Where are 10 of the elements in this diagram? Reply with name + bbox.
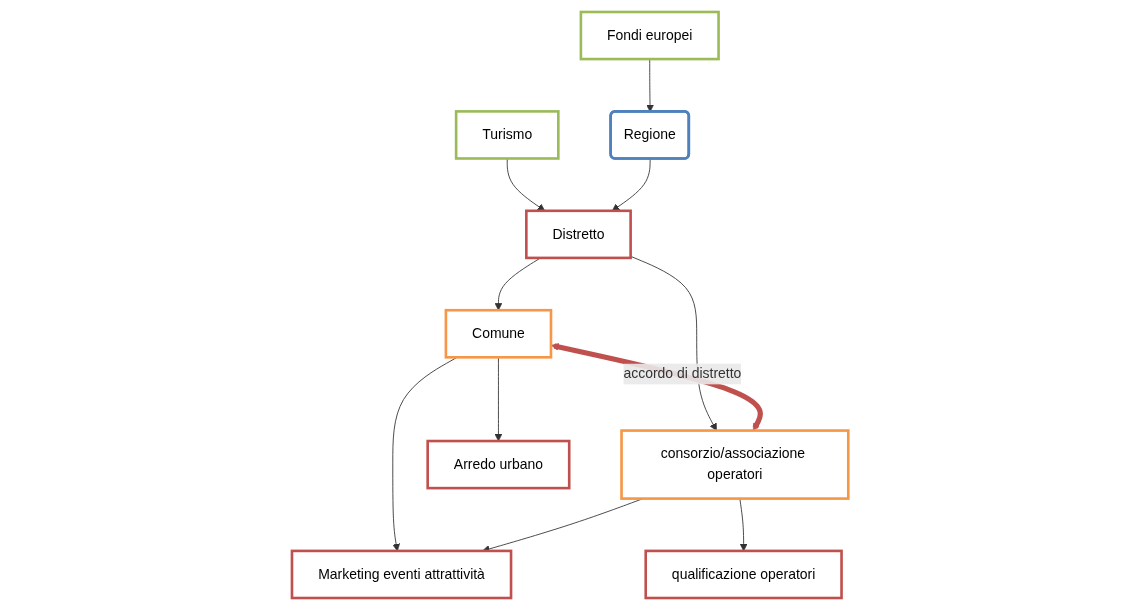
node-box: consorzio/associazione operatori bbox=[620, 429, 850, 500]
edge-label: accordo di distretto bbox=[623, 366, 742, 382]
node-box: Turismo bbox=[455, 110, 560, 160]
node-box: Comune bbox=[444, 308, 553, 359]
node-box: Arredo urbano bbox=[426, 439, 571, 490]
arrow bbox=[551, 343, 764, 431]
node-box: Marketing eventi attrattività bbox=[291, 549, 513, 600]
node-box: Fondi europei bbox=[579, 10, 721, 61]
node-box: qualificazione operatori bbox=[644, 549, 844, 600]
node-box: Distretto bbox=[525, 209, 633, 260]
